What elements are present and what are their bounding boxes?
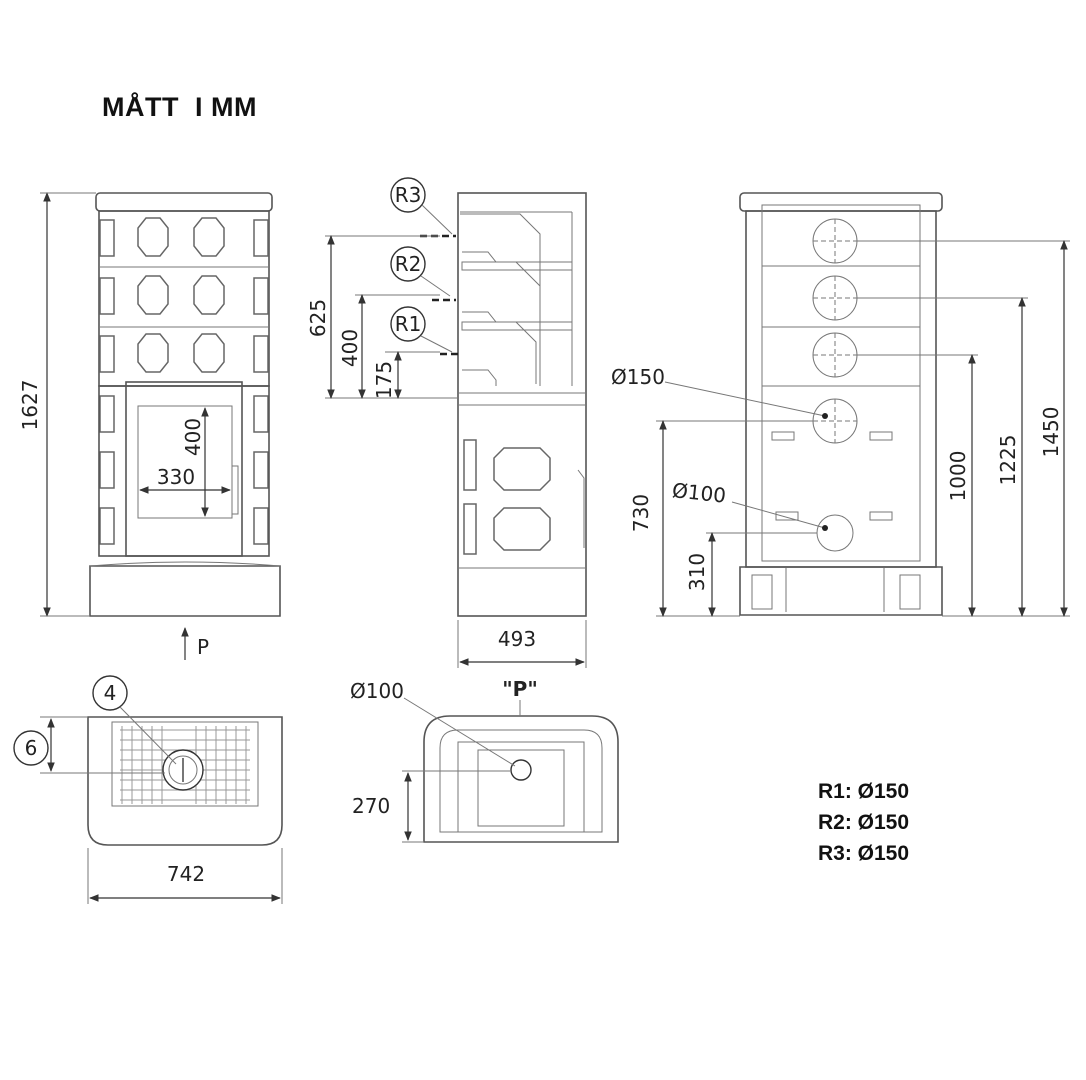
door-width-label: 330: [157, 465, 195, 489]
height-label: 1627: [18, 380, 42, 431]
dim-270: 270: [352, 794, 390, 818]
width-label: 742: [167, 862, 205, 886]
dim-625: 625: [306, 299, 330, 337]
top-view: 4 6 742: [13, 675, 283, 904]
side-view: R3 R2 R1 625 400 175 493: [306, 177, 587, 668]
rear-view: Ø150 Ø100 1450 1225 1000 730 310: [611, 192, 1070, 617]
view-p-label: "P": [502, 677, 538, 701]
dim-1225: 1225: [996, 435, 1020, 486]
r2-marker: R2: [395, 252, 422, 276]
bottom-d100-label: Ø100: [350, 679, 404, 703]
d150-label: Ø150: [611, 365, 665, 389]
d100-label: Ø100: [671, 478, 727, 508]
r3-marker: R3: [395, 183, 422, 207]
dim-730: 730: [629, 494, 653, 532]
front-tiles: [99, 217, 269, 545]
marker-6: 6: [25, 736, 38, 760]
dim-175: 175: [372, 361, 396, 399]
legend-r1: R1: Ø150: [818, 780, 910, 803]
legend-r3: R3: Ø150: [818, 842, 910, 865]
dim-1000: 1000: [946, 451, 970, 502]
door-height-label: 400: [181, 418, 205, 456]
dim-310: 310: [685, 553, 709, 591]
marker-4: 4: [104, 681, 117, 705]
rear-outlets: [812, 218, 858, 552]
legend-r2: R2: Ø150: [818, 811, 910, 834]
legend: R1: Ø150 R2: Ø150 R3: Ø150: [818, 776, 909, 869]
r1-marker: R1: [395, 312, 422, 336]
depth-label: 493: [498, 627, 536, 651]
dim-1450: 1450: [1039, 407, 1063, 458]
view-arrow-label: P: [197, 635, 209, 659]
bottom-view: Ø100 "P" 270: [350, 677, 619, 843]
page-title: MÅTT I MM: [102, 92, 257, 122]
dim-400: 400: [338, 329, 362, 367]
front-view: 1627 400 330 P: [18, 192, 281, 660]
